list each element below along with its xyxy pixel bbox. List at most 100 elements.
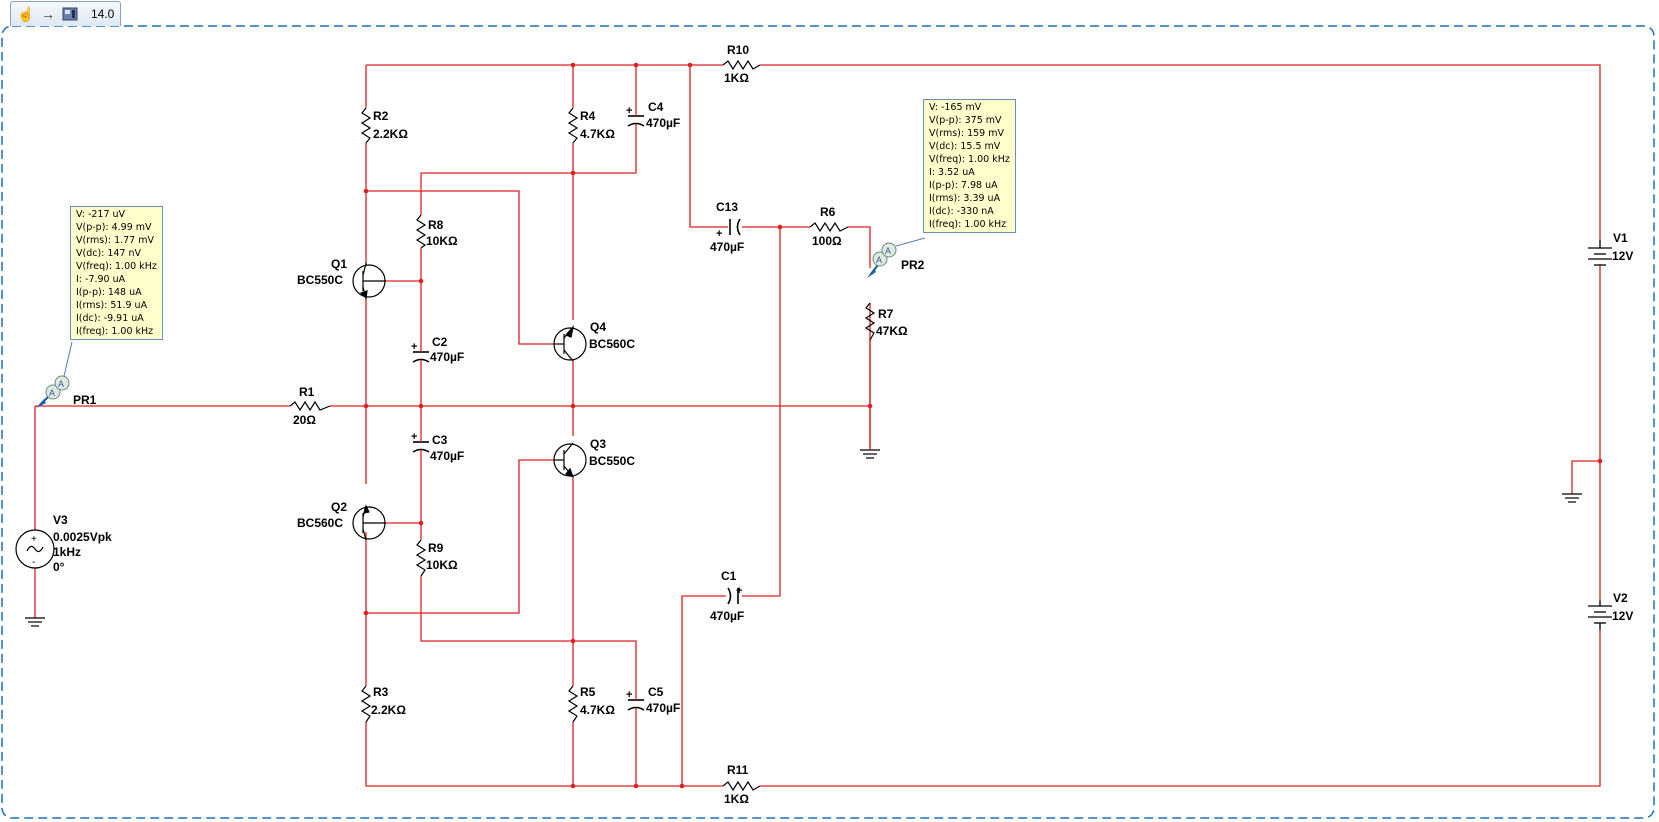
label-pr2-name: PR2 [901,258,925,272]
svg-text:+: + [626,105,632,117]
transistor-q1[interactable] [352,262,386,300]
resistor-r7[interactable] [864,302,876,341]
label-r9-value: 10KΩ [426,558,458,572]
label-c2-name: C2 [432,335,448,349]
resistor-r1[interactable] [289,400,331,412]
svg-text:+: + [411,431,417,443]
label-q4-value: BC560C [589,337,635,351]
probe-reading-line: I(freq): 1.00 kHz [76,326,154,337]
label-c3-name: C3 [432,433,448,447]
svg-text:+: + [716,228,722,240]
label-r11-value: 1KΩ [724,792,749,806]
label-v1-value: 12V [1612,249,1633,263]
probe-reading-line: V(p-p): 375 mV [929,115,1002,126]
label-c4-value: 470µF [646,116,680,130]
transistor-q3[interactable] [553,442,587,479]
resistor-r3[interactable] [360,685,372,723]
resistor-r5[interactable] [567,685,579,723]
ground-v3 [25,617,45,627]
sheet-tab[interactable]: ☝ → 14.0 [10,1,122,26]
label-q1-name: Q1 [331,257,347,271]
label-r5-name: R5 [580,685,596,699]
resistor-r2[interactable] [360,107,372,144]
svg-text:-: - [32,557,35,568]
wires[interactable] [34,64,1601,787]
probe-pr1-symbol: A [49,388,55,398]
arrow-right-icon: → [41,6,55,22]
probe-pr1[interactable]: A A [36,341,73,408]
label-r6-name: R6 [820,205,836,219]
probe-reading-line: I(dc): -9.91 uA [76,313,144,324]
label-c2-value: 470µF [430,350,464,364]
resistor-r9[interactable] [415,539,427,577]
label-c4-name: C4 [648,100,664,114]
label-v3-name: V3 [53,513,68,527]
resistor-r4[interactable] [567,107,579,144]
instrument-icon[interactable] [61,5,79,23]
probe-reading-line: I(rms): 3.39 uA [929,193,1001,204]
label-q3-value: BC550C [589,454,635,468]
label-r5-value: 4.7KΩ [580,703,615,717]
svg-text:+: + [626,689,632,701]
label-q1-value: BC550C [297,273,343,287]
probe-pr2[interactable]: A A [867,237,926,278]
label-r7-name: R7 [878,307,894,321]
label-v3-freq: 1kHz [53,545,81,559]
probe-pr2-readout[interactable]: V: -165 mV V(p-p): 375 mV V(rms): 159 mV V(… [923,99,1016,233]
label-c13-value: 470µF [710,240,744,254]
transistor-q2[interactable] [352,504,386,541]
label-c1-value: 470µF [710,609,744,623]
probe-reading-line: I(p-p): 7.98 uA [929,180,998,191]
hand-pointer-icon[interactable]: ☝ [17,5,35,22]
probe-reading-line: V(rms): 159 mV [929,128,1004,139]
capacitor-plus-signs: + + + + + + [411,105,742,701]
label-v3-phase: 0° [53,560,65,574]
label-r8-value: 10KΩ [426,234,458,248]
probe-reading-line: V(dc): 147 nV [76,248,142,259]
sheet-border [1,25,1655,819]
resistor-r6[interactable] [809,221,849,233]
resistor-r11[interactable] [722,780,761,792]
probe-reading-line: V(freq): 1.00 kHz [76,261,157,272]
label-c3-value: 470µF [430,449,464,463]
transistor-q4[interactable] [553,324,587,362]
ac-source-v3[interactable]: + - [15,529,55,569]
probe-reading-line: I(rms): 51.9 uA [76,300,148,311]
ground-supply [1562,493,1582,503]
label-r3-name: R3 [373,685,389,699]
label-v2-name: V2 [1613,591,1628,605]
label-r10-value: 1KΩ [724,71,749,85]
probe-reading-line: I(dc): -330 nA [929,206,994,217]
label-v1-name: V1 [1613,231,1628,245]
svg-text:+: + [411,341,417,353]
resistor-r10[interactable] [722,59,761,71]
label-c1-name: C1 [721,569,737,583]
label-q2-name: Q2 [331,500,347,514]
label-r2-value: 2.2KΩ [373,127,408,141]
label-r4-name: R4 [580,109,596,123]
battery-v2[interactable] [1588,600,1612,630]
label-c13-name: C13 [716,200,738,214]
resistor-r8[interactable] [415,214,427,249]
probe-reading-line: V: -165 mV [929,102,982,113]
probe-pr2-symbol: A [876,255,882,265]
label-r1-value: 20Ω [293,413,316,427]
svg-text:+: + [31,534,37,545]
label-pr1-name: PR1 [73,393,97,407]
battery-v1[interactable] [1588,240,1612,266]
label-q2-value: BC560C [297,516,343,530]
label-r9-name: R9 [428,541,444,555]
label-r2-name: R2 [373,109,389,123]
capacitor-c1[interactable] [727,587,739,605]
label-c5-value: 470µF [646,701,680,715]
label-r1-name: R1 [299,385,315,399]
zoom-level: 14.0 [91,7,115,21]
label-r6-value: 100Ω [812,234,842,248]
junctions [363,62,1603,789]
probe-reading-line: I: 3.52 uA [929,167,975,178]
capacitor-c13[interactable] [729,218,741,236]
probe-reading-line: V(freq): 1.00 kHz [929,154,1010,165]
probe-reading-line: I(p-p): 148 uA [76,287,142,298]
